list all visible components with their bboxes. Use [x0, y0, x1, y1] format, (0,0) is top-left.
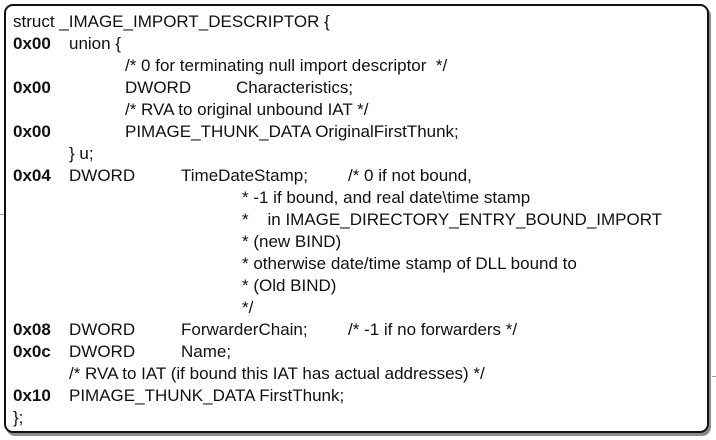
code-line-comment: * (Old BIND): [6, 275, 336, 297]
code-line-time-date-stamp: 0x04 DWORD TimeDateStamp; /* 0 if not bo…: [6, 165, 472, 187]
field-name: Name;: [181, 342, 232, 361]
code-line-comment: * otherwise date/time stamp of DLL bound…: [6, 253, 577, 275]
code-line-union-open: 0x00 union {: [6, 33, 121, 55]
code-line-characteristics: 0x00 DWORD Characteristics;: [6, 77, 353, 99]
background-edge-line: [0, 214, 4, 215]
code-line-original-first-thunk: 0x00 PIMAGE_THUNK_DATA OriginalFirstThun…: [6, 121, 459, 143]
field-name: TimeDateStamp;: [181, 166, 308, 185]
field-offset: 0x04: [13, 166, 51, 185]
field-offset: 0x00: [13, 78, 51, 97]
code-text: };: [13, 408, 24, 427]
field-offset: 0x00: [13, 122, 51, 141]
code-comment: /* 0 for terminating null import descrip…: [125, 56, 448, 75]
code-line-comment: * -1 if bound, and real date\time stamp: [6, 187, 530, 209]
code-line-comment-close: */: [6, 297, 253, 319]
field-offset: 0x00: [13, 34, 51, 53]
code-line-comment: /* RVA to IAT (if bound this IAT has act…: [6, 363, 485, 385]
code-text: union {: [69, 34, 121, 53]
code-listing-box: struct _IMAGE_IMPORT_DESCRIPTOR { 0x00 u…: [4, 4, 709, 433]
field-type: DWORD: [125, 78, 192, 97]
field-type: DWORD: [69, 320, 136, 339]
code-text: struct _IMAGE_IMPORT_DESCRIPTOR {: [13, 12, 330, 31]
code-comment: /* RVA to original unbound IAT */: [125, 100, 369, 119]
field-offset: 0x08: [13, 320, 51, 339]
code-line-comment: * in IMAGE_DIRECTORY_ENTRY_BOUND_IMPORT: [6, 209, 662, 231]
code-comment: /* -1 if no forwarders */: [348, 320, 518, 339]
code-line-name: 0x0c DWORD Name;: [6, 341, 231, 363]
code-line-struct-header: struct _IMAGE_IMPORT_DESCRIPTOR {: [6, 11, 330, 33]
field-offset: 0x10: [13, 386, 51, 405]
code-comment: * otherwise date/time stamp of DLL bound…: [242, 254, 577, 273]
code-comment: * in IMAGE_DIRECTORY_ENTRY_BOUND_IMPORT: [242, 210, 663, 229]
code-text: } u;: [69, 144, 94, 163]
field-offset: 0x0c: [13, 342, 51, 361]
background-edge-line: [712, 376, 716, 377]
field-type: DWORD: [69, 342, 136, 361]
code-line-union-close: } u;: [6, 143, 94, 165]
code-line-comment: * (new BIND): [6, 231, 341, 253]
field-name: ForwarderChain;: [181, 320, 308, 339]
code-line-forwarder-chain: 0x08 DWORD ForwarderChain; /* -1 if no f…: [6, 319, 517, 341]
code-line-first-thunk: 0x10 PIMAGE_THUNK_DATA FirstThunk;: [6, 385, 344, 407]
field-type: DWORD: [69, 166, 136, 185]
code-comment: * (new BIND): [242, 232, 342, 251]
code-line-struct-close: };: [6, 407, 34, 429]
code-comment: */: [242, 298, 254, 317]
code-comment: /* RVA to IAT (if bound this IAT has act…: [69, 364, 485, 383]
code-line-comment: /* 0 for terminating null import descrip…: [6, 55, 447, 77]
field-declaration: PIMAGE_THUNK_DATA FirstThunk;: [69, 386, 345, 405]
code-comment: * -1 if bound, and real date\time stamp: [242, 188, 531, 207]
code-comment: /* 0 if not bound,: [348, 166, 472, 185]
field-name: Characteristics;: [236, 78, 354, 97]
field-declaration: PIMAGE_THUNK_DATA OriginalFirstThunk;: [125, 122, 459, 141]
code-comment: * (Old BIND): [242, 276, 337, 295]
code-line-comment: /* RVA to original unbound IAT */: [6, 99, 369, 121]
